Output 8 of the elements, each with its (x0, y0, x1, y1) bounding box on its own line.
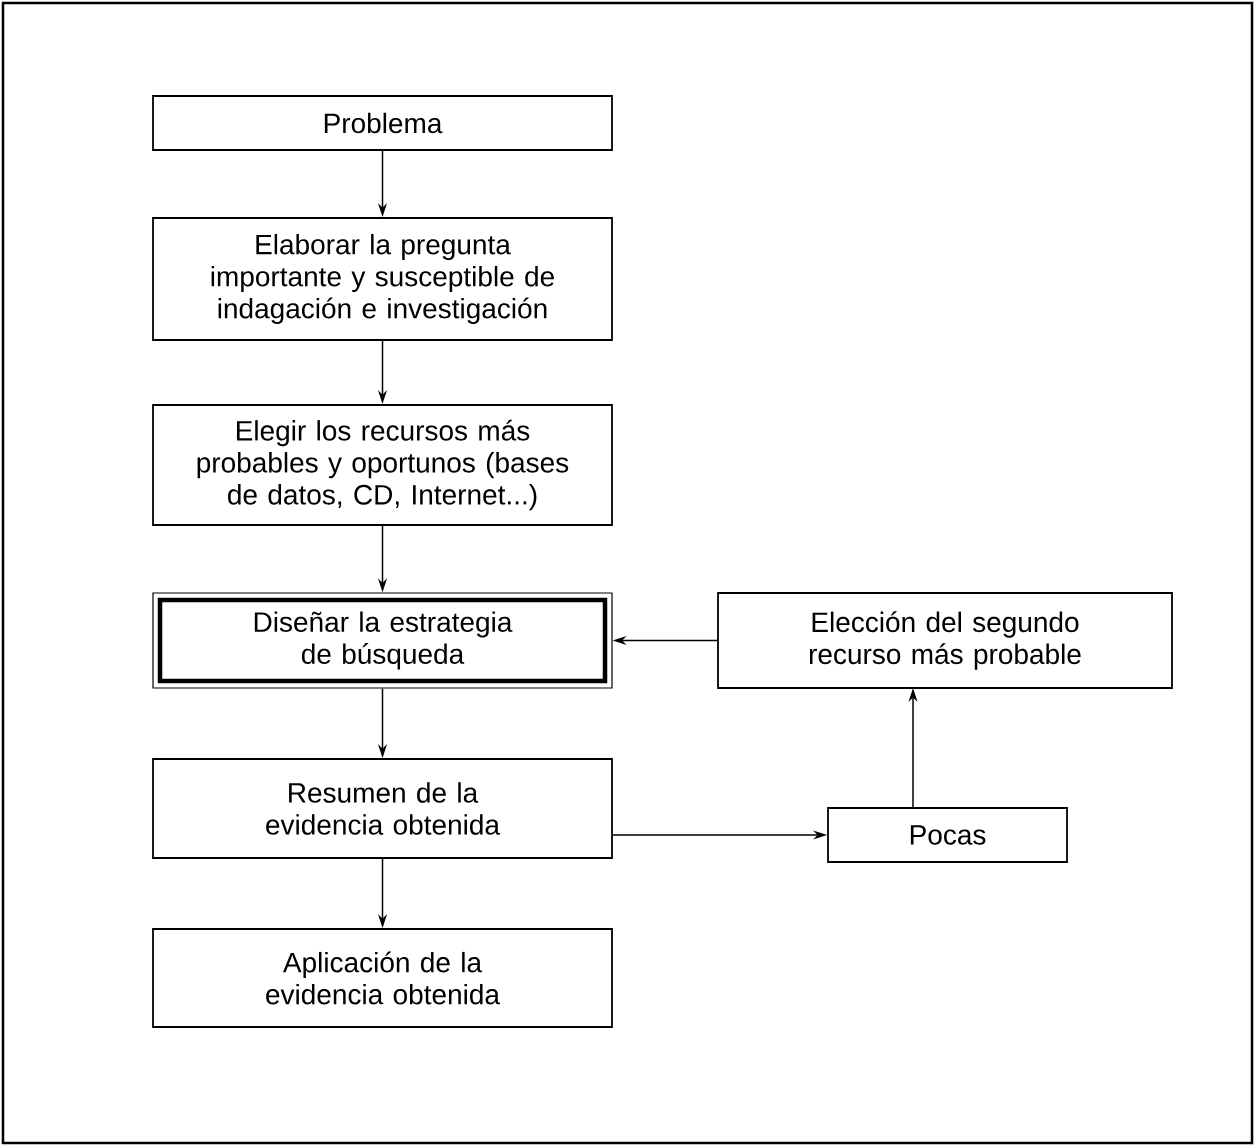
process-box: Problema (152, 95, 613, 151)
process-box: Resumen de la evidencia obtenida (152, 758, 613, 859)
process-box: Elección del segundo recurso más probable (717, 592, 1173, 689)
process-box: Elegir los recursos más probables y oportunos (bases de datos, CD, Internet...) (152, 404, 613, 526)
process-box: Diseñar la estrategia de búsqueda (152, 592, 613, 689)
process-box: Aplicación de la evidencia obtenida (152, 928, 613, 1028)
process-box: Elaborar la pregunta importante y susceptible de indagación e investigación (152, 217, 613, 341)
process-box: Pocas (827, 807, 1068, 863)
